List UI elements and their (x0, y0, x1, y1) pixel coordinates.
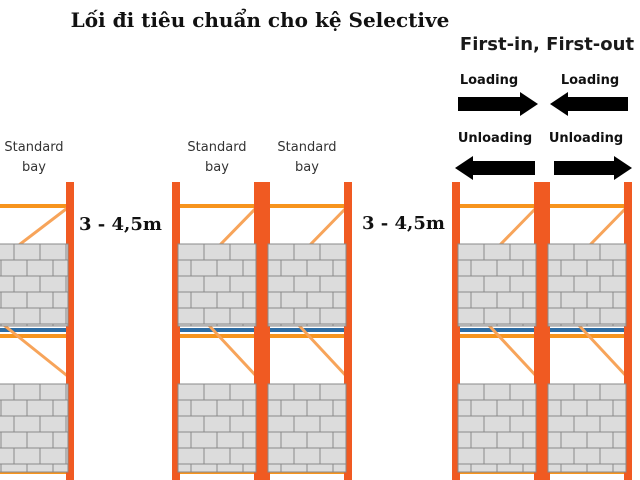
fifo-title: First-in, First-out (459, 34, 635, 55)
unloading-label-right: Unloading (548, 131, 624, 146)
rack-bay-fifo-b-boxes-lower-stack (547, 383, 627, 473)
rack-bay-fifo-a-boxes-lower (457, 383, 537, 473)
rack-bay-middle-b-boxes-upper-stack (267, 243, 347, 327)
bay-label-2: Standard bay (177, 138, 257, 178)
rack-bay-fifo-b-upright (542, 182, 550, 480)
rack-bay-left-beam (0, 334, 70, 338)
bay-label-1: Standard bay (0, 138, 74, 178)
bay-label-1-line2: bay (22, 160, 46, 175)
loading-label-left: Loading (459, 73, 519, 88)
bay-label-2-line1: Standard (187, 140, 247, 155)
rack-bay-fifo-b-deck (546, 328, 628, 332)
rack-bay-middle-a-upright (172, 182, 180, 480)
rack-bay-middle-b-upright (262, 182, 270, 480)
bay-label-3-line1: Standard (277, 140, 337, 155)
aisle-width-label-1: 3 - 4,5m (79, 214, 162, 235)
bay-label-2-line2: bay (205, 160, 229, 175)
rack-bay-left-beam (0, 204, 70, 208)
rack-bay-fifo-b-boxes-upper (547, 243, 627, 327)
rack-bay-left-brace (0, 320, 71, 380)
unloading-arrow-right-icon (554, 156, 632, 180)
unloading-arrow-left-icon (455, 156, 535, 180)
rack-bay-left-boxes-upper-stack (0, 243, 69, 327)
rack-bay-left-boxes-lower (0, 383, 69, 473)
rack-bay-fifo-a-deck (456, 328, 538, 332)
aisle-width-label-2: 3 - 4,5m (362, 213, 445, 234)
rack-bay-fifo-a-upright (452, 182, 460, 480)
rack-bay-middle-a-boxes-upper-stack (177, 243, 257, 327)
rack-bay-middle-b-deck (266, 328, 348, 332)
rack-bay-fifo-a-boxes-lower-stack (457, 383, 537, 473)
unloading-label-left: Unloading (457, 131, 533, 146)
rack-bay-left-boxes-lower-stack (0, 383, 69, 473)
loading-arrow-left-icon (458, 92, 538, 116)
bay-label-3-line2: bay (295, 160, 319, 175)
rack-bay-middle-a-boxes-upper (177, 243, 257, 327)
rack-bay-middle-b-upright (344, 182, 352, 480)
rack-bay-fifo-a-upright (534, 182, 542, 480)
rack-bay-fifo-a-boxes-upper-stack (457, 243, 537, 327)
rack-bay-middle-a-beam (176, 204, 258, 208)
rack-bay-fifo-b-upright (624, 182, 632, 480)
rack-bay-left-deck (0, 328, 70, 332)
rack-bay-left-boxes-upper (0, 243, 69, 327)
rack-bay-fifo-b-boxes-lower (547, 383, 627, 473)
bay-label-3: Standard bay (267, 138, 347, 178)
rack-bay-middle-a-upright (254, 182, 262, 480)
rack-bay-middle-b-boxes-lower-stack (267, 383, 347, 473)
rack-bay-fifo-a-beam (456, 204, 538, 208)
page-title: Lối đi tiêu chuẩn cho kệ Selective (70, 8, 450, 32)
rack-bay-left-upright (66, 182, 74, 480)
bay-label-1-line1: Standard (4, 140, 64, 155)
loading-label-right: Loading (560, 73, 620, 88)
rack-bay-fifo-b-boxes-upper-stack (547, 243, 627, 327)
rack-bay-fifo-a-boxes-upper (457, 243, 537, 327)
rack-bay-middle-b-boxes-upper (267, 243, 347, 327)
rack-bay-fifo-b-beam (546, 204, 628, 208)
rack-bay-middle-b-boxes-lower (267, 383, 347, 473)
loading-arrow-right-icon (550, 92, 628, 116)
rack-bay-middle-a-boxes-lower (177, 383, 257, 473)
rack-bay-middle-a-boxes-lower-stack (177, 383, 257, 473)
rack-bay-middle-a-deck (176, 328, 258, 332)
rack-bay-middle-b-beam (266, 204, 348, 208)
